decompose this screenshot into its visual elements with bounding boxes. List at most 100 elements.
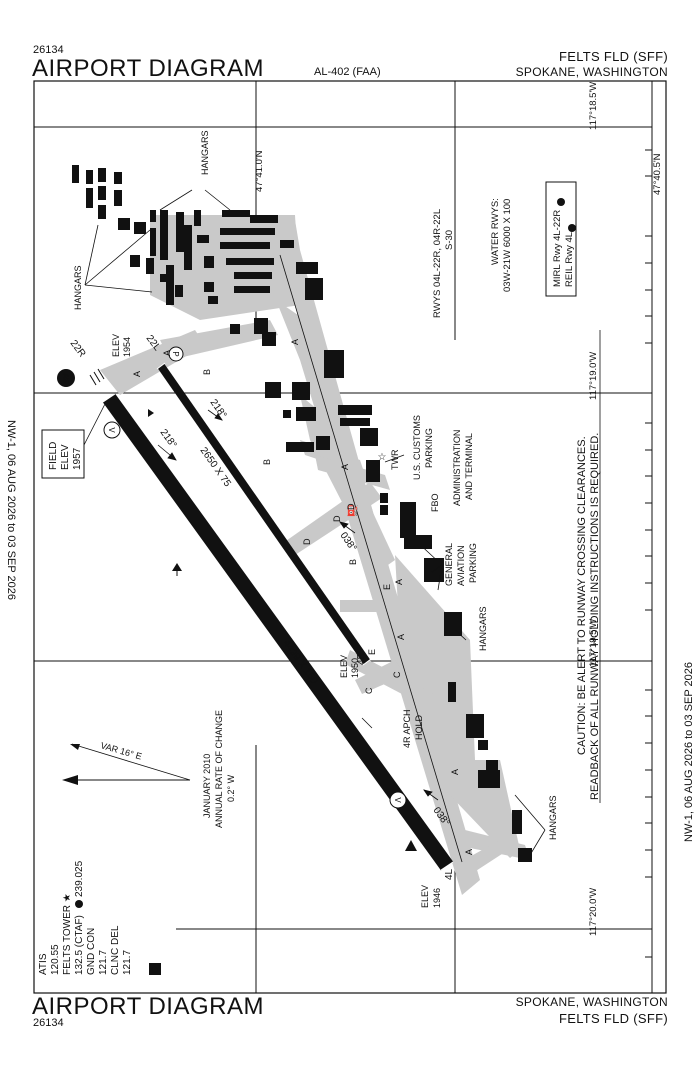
tw-a-6: A: [396, 634, 406, 640]
admin-1: ADMINISTRATION: [452, 430, 462, 506]
fuel-icon: ⛽: [347, 504, 359, 517]
hangars-label-top: HANGARS: [200, 130, 210, 175]
a5-label: A5: [61, 373, 70, 383]
a5-marker: A5: [57, 369, 75, 387]
tw-c-2: C: [392, 671, 402, 678]
elev-1946-value: 1946: [432, 888, 442, 908]
diagram-frame: [33, 80, 667, 994]
hold-1: 4R APCH: [402, 709, 412, 748]
tw-b-1: B: [202, 369, 212, 375]
customs-1: U.S. CUSTOMS: [412, 415, 422, 480]
tw-a-7: A: [450, 769, 460, 775]
reil-ctl-icon: [568, 224, 576, 232]
runway-heading-arrows: [157, 409, 439, 801]
lat-label-2: 47°40.5'N: [652, 153, 663, 195]
rwy-4l-label: 4L: [444, 868, 455, 880]
strength-line: S-30: [444, 230, 455, 250]
chart-number: AL-402 (FAA): [314, 66, 381, 78]
elev-1954-label: ELEV: [111, 334, 121, 357]
buildings: [72, 165, 532, 862]
field-elev-1: FIELD: [48, 442, 59, 470]
tw-d-3: D: [346, 503, 356, 510]
reil-line: REIL Rwy 4L: [564, 232, 575, 287]
tw-d-1: D: [302, 538, 312, 545]
field-elev-3: 1957: [72, 447, 83, 470]
lat-lon-grid: [34, 81, 652, 993]
hdg-218-short: 218°: [208, 397, 229, 420]
elev-1954-value: 1954: [122, 337, 132, 357]
d-badge-box: [149, 963, 161, 975]
runway-end-markers: [103, 346, 407, 809]
rwy-4r-label: 4R: [356, 652, 367, 665]
customs-2: PARKING: [424, 428, 434, 468]
lon-label-2: 117°19.0'W: [588, 352, 599, 400]
elev-1950-value: 1950: [350, 658, 360, 678]
margin-ticks: [645, 149, 652, 958]
water-runway: 03W-21W 6000 X 100: [502, 199, 513, 292]
runway-threshold-marks: [102, 362, 454, 871]
city-bottom: SPOKANE, WASHINGTON: [515, 995, 668, 1009]
tw-e-1: E: [367, 649, 377, 655]
tw-b-2: B: [262, 459, 272, 465]
mirl-ctl-icon: [557, 198, 565, 206]
gnd-label: GND CON: [86, 928, 97, 975]
field-elevation-box: [41, 401, 107, 479]
runway-4r-22l: [157, 363, 371, 665]
mag-rate: 0.2° W: [226, 774, 236, 802]
airport-name-top: FELTS FLD (SFF): [559, 49, 668, 64]
atis-freq: 120.55: [50, 944, 61, 975]
lat-label-1: 47°41.0'N: [254, 150, 265, 192]
hangars-label-left: HANGARS: [73, 265, 83, 310]
taxiway-a-centerline: [279, 254, 463, 863]
ga-3: PARKING: [468, 543, 478, 583]
airport-name-bottom: FELTS FLD (SFF): [559, 1011, 668, 1026]
tower-icon: ☆: [378, 452, 387, 463]
tw-a-5: A: [394, 579, 404, 585]
chart-title-top: AIRPORT DIAGRAM: [32, 55, 264, 82]
hold-2: HOLD: [414, 714, 424, 740]
tw-a-3: A: [290, 339, 300, 345]
caution-line-2: READBACK OF ALL RUNWAY HOLDING INSTRUCTI…: [589, 433, 601, 800]
clnc-label: CLNC DEL: [110, 925, 121, 975]
d-badge: D: [150, 966, 160, 973]
north-arrow-icons: [148, 409, 417, 851]
runway-end-symbols: V P V: [107, 351, 402, 803]
admin-2: AND TERMINAL: [464, 433, 474, 500]
caution-line-1: CAUTION: BE ALERT TO RUNWAY CROSSING CLE…: [576, 436, 588, 755]
mirl-line: MIRL Rwy 4L-22R: [552, 210, 563, 287]
tw-d-2: D: [332, 515, 342, 522]
tw-e-2: E: [382, 584, 392, 590]
validity-left: NW-1, 06 AUG 2026 to 03 SEP 2026: [5, 420, 17, 600]
water-title: WATER RWYS:: [490, 198, 501, 265]
lon-label-3: 117°19.5'W: [588, 619, 599, 667]
gnd-freq: 121.7: [98, 950, 109, 975]
runways-line: RWYS 04L-22R, 04R-22L: [432, 209, 443, 318]
hangars-label-bottom: HANGARS: [548, 795, 558, 840]
rwy-main-dims: 4499 X 150: [281, 638, 320, 686]
tower-label: FELTS TOWER ★: [62, 893, 73, 975]
ga-1: GENERAL: [444, 543, 454, 586]
lon-label-1: 117°18.5'W: [588, 82, 599, 130]
tw-a-2: A: [162, 350, 172, 356]
hangars-label-mid: HANGARS: [478, 606, 488, 651]
chart-id-bottom: 26134: [33, 1017, 64, 1029]
lon-label-4: 117°20.0'W: [588, 888, 599, 936]
mag-date: JANUARY 2010: [202, 754, 212, 818]
chart-title-bottom: AIRPORT DIAGRAM: [32, 993, 264, 1020]
field-elev-2: ELEV: [60, 444, 71, 470]
ctaf-icon: [75, 900, 83, 908]
svg-text:V: V: [393, 797, 402, 803]
elev-1950-label: ELEV: [339, 655, 349, 678]
runway-4l-22r: [102, 393, 454, 871]
rwy-22r-label: 22R: [68, 338, 88, 359]
elev-1946-label: ELEV: [420, 885, 430, 908]
mag-rate-label: ANNUAL RATE OF CHANGE: [214, 710, 224, 828]
approach-lights: [89, 368, 105, 386]
mag-variation-compass: [62, 743, 191, 785]
tower-uhf-freq: 239.025: [74, 860, 85, 897]
tw-b-3: B: [348, 559, 358, 565]
svg-text:P: P: [171, 351, 180, 356]
tw-a-4: A: [340, 464, 350, 470]
callout-lines: [84, 189, 546, 856]
